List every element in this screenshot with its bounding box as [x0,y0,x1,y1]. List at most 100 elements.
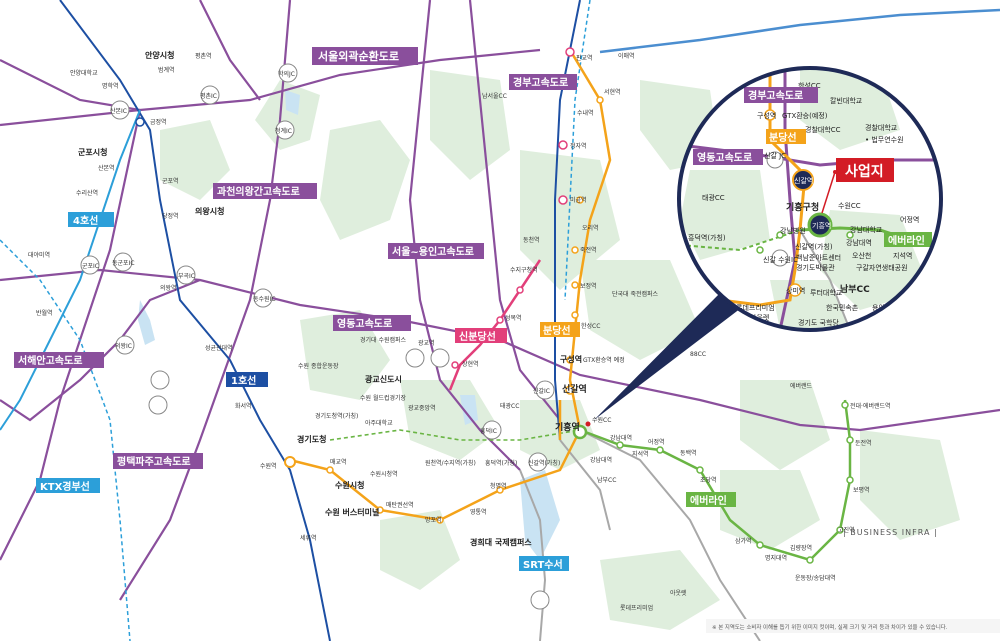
place-label: 성균관대역 [205,344,233,352]
zoom-label: 수원CC [838,201,861,210]
gyeongbu-label: 경부고속도로 [513,76,568,89]
place-label: 초당역 [700,476,717,484]
place-label: 88CC [690,351,706,358]
place-label: 흥덕IC [480,427,497,435]
zoom-yeongdong-tag [693,149,763,165]
zoom-label: 한성CC [798,81,821,90]
zoom-label: 기흥구청 [786,201,819,213]
place-label: 구성역 [560,354,582,364]
ktx-tag [36,478,100,493]
zoom-label: 상미역 [786,286,805,295]
place-label: 금정역 [150,118,167,126]
zoom-label: 루터대학교 [810,288,843,297]
place-label: 매교역 [330,458,347,466]
seohaean-highway [0,109,142,561]
zoom-label: 신갈 수원IC [763,255,798,264]
place-label: 대야미역 [28,251,50,259]
place-label: 운동장/송담대역 [795,574,836,582]
place-label: 태광CC [500,402,519,410]
line1-track [59,0,331,641]
place-label: 범계역 [158,66,175,74]
place-label: 남서울CC [482,92,507,100]
place-label: 당정역 [162,212,179,220]
place-label: 동백역 [680,449,697,457]
everline-tag [686,492,736,507]
place-label: 학의JC [278,70,295,78]
zoom-border [677,66,943,332]
pyeongtaek-label: 평택파주고속도로 [117,455,191,468]
place-label: 동수원IC [253,295,276,303]
gwacheon-road [199,0,261,101]
seohaean-tag [14,352,104,368]
line1-tag [226,372,268,387]
place-label: 아주대학교 [365,419,393,427]
place-label: 경희대 국제캠퍼스 [470,537,532,547]
place-label: 삼가역 [735,537,752,545]
zoom-label: 롯데프리미엄 [736,303,775,312]
place-label: 정자역 [570,142,587,150]
zoom-label: 경기도박물관 [796,263,835,272]
local-roads [519,429,761,641]
place-label: 서현역 [604,88,621,96]
zoom-label: 강남병원 [780,226,806,235]
place-label: 아웃렛 [670,589,687,597]
place-label: 지석역 [632,450,649,458]
zoom-label: 한국민속촌 [826,303,859,312]
place-label: 보정역 [580,282,597,290]
place-label: 수지구청역 [510,266,538,274]
place-label: 에버랜드 [790,382,813,390]
place-label: 죽전역 [580,246,597,254]
place-label: 롯데프리미엄 [620,604,653,612]
place-label: 수원 종합운동장 [298,362,339,370]
place-label: 단국대 죽전캠퍼스 [612,290,659,298]
place-label: 상현역 [462,360,479,368]
place-label: 명학역 [102,82,119,90]
place-labels: 안양대학교 안양시청 평촌역 범계역 명학역 산본IC 금정역 군포시청 산본역… [28,50,891,612]
place-label: GTX환승역 예정 [583,356,625,364]
zoom-label: 경찰대학교 [865,123,898,132]
place-label: 반월역 [36,309,53,317]
place-label: 부곡IC [178,273,195,280]
ktx-track [0,239,131,641]
place-label: 신갈역(가칭) [528,459,560,467]
zoom-label: 백남준아트센터 [796,253,841,262]
zoom-bundang-tag [766,129,806,144]
gwacheon-label: 과천의왕간고속도로 [217,185,300,198]
place-label: 경기대 수원캠퍼스 [360,336,407,344]
place-label: 수원CC [592,416,611,424]
place-label: 명지대역 [765,554,787,562]
station-markers [135,47,854,564]
zoom-label: 태광CC [702,194,725,202]
place-label: 청명역 [490,482,507,490]
place-label: 고진역 [838,526,855,534]
place-label: 광교중앙역 [408,404,436,412]
zoom-label: 신갈역(가칭) [795,242,833,251]
zoom-label: 경기도 국학당 [798,318,839,327]
place-label: 안양시청 [145,50,174,60]
place-label: 둔전역 [855,439,872,447]
zoom-everline-label: 에버라인 [888,234,925,247]
bundang-track [289,49,612,522]
place-label: 안양대학교 [70,69,98,77]
srt-dashed [564,0,591,301]
place-label: 군포역 [162,177,179,185]
place-label: 산본IC [110,107,127,115]
place-label: 수리산역 [76,189,98,197]
place-label: 군포시청 [78,147,107,157]
disclaimer-text: ※ 본 지역도는 소비자 이해를 돕기 위한 이미지 컷이며, 실제 크기 및 … [712,623,948,631]
place-label: 화서역 [235,402,252,410]
disclaimer-bar [706,619,1000,633]
zoom-label: 강남대역 [846,238,872,247]
gyeongbu-link [468,0,561,421]
place-label: 보평역 [853,486,870,494]
zoom-everline-tag [884,232,932,247]
bundang-label: 분당선 [543,324,571,337]
place-label: 이매역 [618,52,635,60]
place-label: 영통역 [470,508,487,516]
place-label: 산본역 [98,164,115,172]
place-label: 신갈IC [533,387,550,395]
place-label: 성복역 [505,314,522,322]
place-label: 평촌역 [195,52,212,60]
